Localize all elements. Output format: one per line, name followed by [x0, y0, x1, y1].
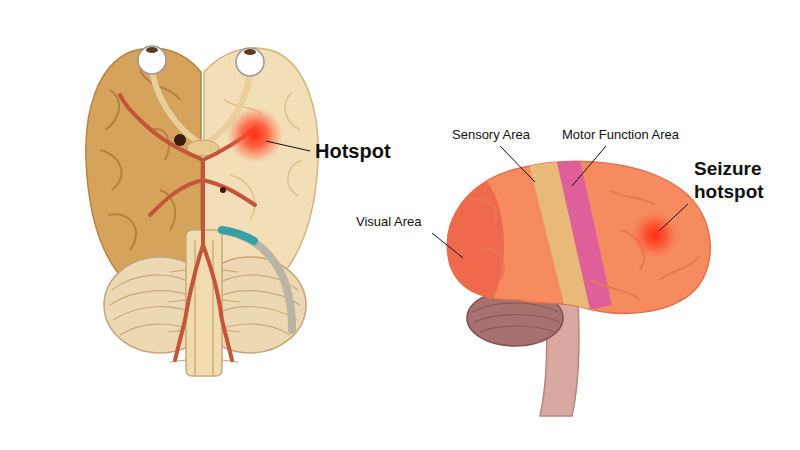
inferior-brain [86, 46, 318, 376]
area-label: Motor Function Area [562, 127, 679, 143]
region-label: Hotspot [315, 139, 391, 163]
region-label: Seizure hotspot [694, 158, 790, 204]
lateral-brain [420, 158, 710, 416]
area-label: Visual Area [356, 214, 422, 230]
area-label: Sensory Area [452, 127, 530, 143]
